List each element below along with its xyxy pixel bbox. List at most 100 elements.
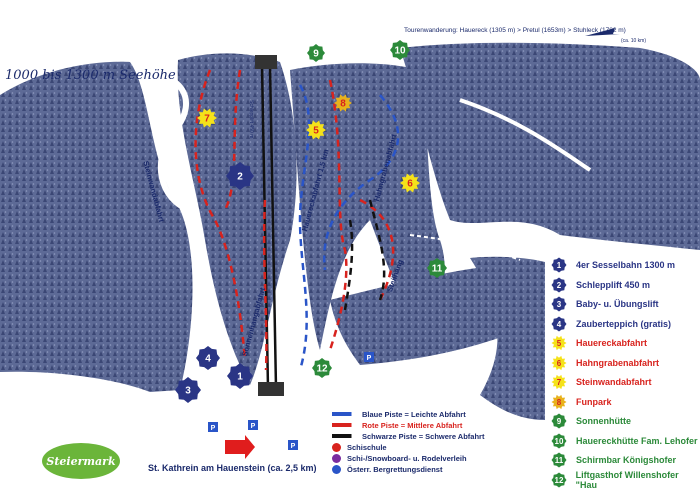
legend-marker-icon: 4: [551, 316, 567, 331]
svg-text:4: 4: [557, 320, 562, 329]
road-right: [459, 98, 592, 172]
map-marker-number: 11: [432, 264, 443, 275]
legend-item-9: 9 Sonnenhütte: [550, 413, 631, 429]
legend-item-11: 11 Schirmbar Königshofer: [550, 452, 676, 468]
svg-text:1: 1: [557, 261, 562, 270]
map-marker-1: 1: [227, 363, 253, 389]
legend-marker-icon: 5: [551, 335, 567, 351]
map-marker-10: 10: [390, 40, 410, 60]
legend-marker-icon: 12: [551, 472, 567, 487]
service-dot-icon: [332, 453, 341, 463]
map-marker-number: 1: [237, 372, 243, 383]
legend-marker-icon: 1: [551, 257, 567, 273]
legend-item-7: 7 Steinwandabfahrt: [550, 374, 652, 390]
svg-text:3: 3: [557, 300, 562, 309]
piste-arrow-icon: [332, 421, 358, 429]
legend-item-4: 4 Zauberteppich (gratis): [550, 316, 671, 332]
parking-letter: P: [211, 425, 216, 432]
legend-marker-icon: 10: [551, 433, 567, 448]
map-marker-number: 3: [185, 386, 191, 397]
legend-item-2: 2 Schlepplift 450 m: [550, 277, 650, 293]
service-dot-icon: [332, 442, 341, 452]
legend-marker-icon: 2: [551, 277, 567, 292]
legend-label: Hauereckhütte Fam. Lehofer: [576, 435, 698, 446]
forest-lower-right: [330, 265, 531, 365]
legend-item-10: 10 Hauereckhütte Fam. Lehofer: [550, 433, 698, 449]
piste-blue-hauereck: [298, 84, 311, 371]
svg-text:11: 11: [555, 456, 564, 465]
legend-label: Baby- u. Übungslift: [576, 299, 659, 309]
tour-arrow-icon: [585, 28, 620, 36]
legend-label: Zauberteppich (gratis): [576, 318, 672, 329]
forest-right-bottom: [470, 256, 545, 420]
legend-item-1: 1 4er Sesselbahn 1300 m: [550, 257, 675, 273]
chairlift-bottom: [258, 382, 284, 396]
map-marker-number: 9: [313, 49, 319, 60]
map-marker-3: 3: [175, 377, 201, 403]
svg-text:9: 9: [557, 417, 562, 426]
map-marker-number: 5: [313, 126, 319, 137]
map-marker-number: 8: [340, 99, 346, 110]
category-row: Rote Piste = Mittlere Abfahrt: [332, 420, 462, 430]
legend-label: Hahngrabenabfahrt: [576, 357, 660, 368]
map-marker-6: 6: [400, 173, 420, 193]
svg-text:5: 5: [557, 339, 562, 348]
legend-label: Hauereckabfahrt: [576, 338, 648, 348]
category-row: Schi-/Snowboard- u. Rodelverleih: [332, 453, 467, 463]
piste-red-chair: [262, 199, 268, 371]
legend-label: Schlepplift 450 m: [576, 279, 651, 290]
svg-text:7: 7: [557, 378, 562, 387]
svg-text:10: 10: [555, 437, 564, 446]
map-marker-12: 12: [312, 358, 332, 378]
svg-text:6: 6: [557, 359, 562, 368]
category-row: Österr. Bergrettungsdienst: [332, 464, 442, 474]
map-marker-2: 2: [226, 162, 254, 190]
map-marker-number: 4: [205, 354, 211, 365]
map-marker-8: 8: [334, 94, 352, 112]
legend-marker-icon: 7: [551, 374, 567, 390]
legend-label: Steinwandabfahrt: [576, 377, 652, 387]
map-marker-11: 11: [427, 258, 447, 278]
elevation-label: 1000 bis 1300 m Seehöhe: [5, 68, 176, 83]
steiermark-logo-text: Steiermark: [46, 454, 116, 468]
legend-marker-icon: 3: [551, 296, 567, 312]
legend-label: 4er Sesselbahn 1300 m: [576, 260, 676, 270]
category-label: Rote Piste = Mittlere Abfahrt: [362, 420, 463, 430]
category-label: Schi-/Snowboard- u. Rodelverleih: [347, 453, 467, 463]
direction-arrow-icon: [225, 435, 255, 459]
chairlift-top: [255, 55, 277, 69]
legend-marker-icon: 9: [551, 413, 567, 429]
forest-center: [290, 63, 445, 350]
legend-item-6: 6 Hahngrabenabfahrt: [550, 355, 659, 371]
village-name: St. Kathrein am Hauenstein (ca. 2,5 km): [148, 463, 317, 473]
legend-label: Funpark: [576, 396, 612, 407]
map-marker-number: 10: [394, 46, 406, 57]
piste-red-right: [359, 198, 395, 301]
legend-label: Schirmbar Königshofer: [576, 455, 677, 465]
map-marker-7: 7: [197, 108, 217, 128]
road-upper: [139, 71, 192, 213]
forest-right: [400, 42, 700, 250]
steiermark-logo: Steiermark: [42, 443, 120, 479]
tour-distance: (ca. 10 km): [621, 38, 647, 44]
tour-route: Tourenwanderung: Hauereck (1305 m) > Pre…: [404, 27, 626, 34]
legend-marker-icon: 11: [551, 452, 567, 468]
category-label: Blaue Piste = Leichte Abfahrt: [362, 409, 466, 419]
legend-label: Sonnenhütte: [576, 416, 631, 426]
svg-text:12: 12: [555, 476, 564, 485]
piste-black-steilhang: [368, 199, 386, 301]
legend-item-5: 5 Hauereckabfahrt: [550, 335, 647, 351]
parking-icons: [208, 352, 374, 450]
naturrodel-path: [409, 234, 521, 261]
category-row: Schwarze Piste = Schwere Abfahrt: [332, 431, 484, 441]
parking-letter: P: [367, 355, 372, 362]
road-lower: [94, 347, 471, 413]
parking-letter: P: [291, 443, 296, 450]
svg-text:8: 8: [557, 398, 562, 407]
legend-marker-icon: 8: [551, 394, 567, 409]
